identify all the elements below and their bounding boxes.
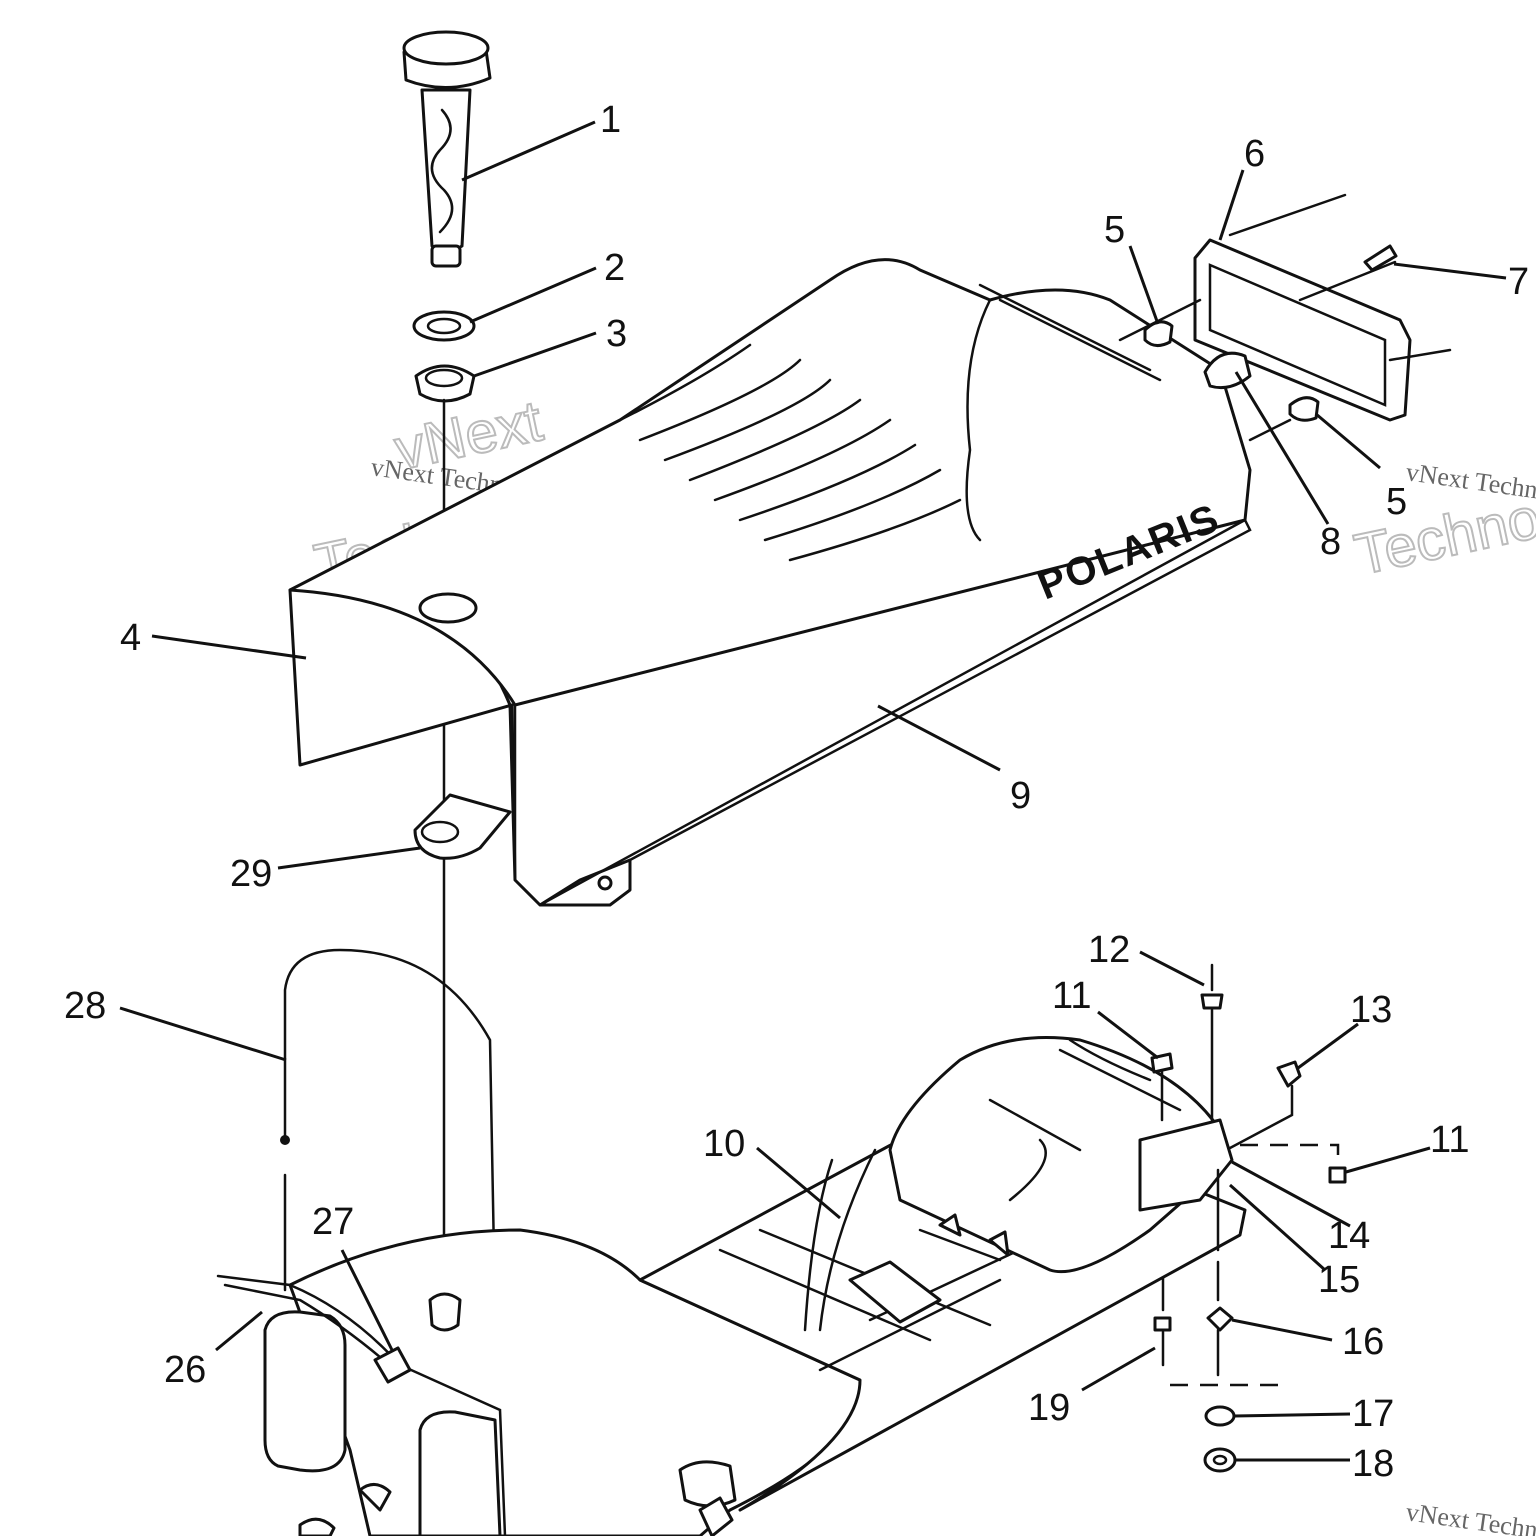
leader-lines [119,120,1507,1462]
callout-11-upper: 11 [1052,975,1091,1017]
callout-9: 9 [1010,775,1031,817]
callout-5-upper: 5 [1104,209,1125,251]
taillight-assembly-part [1118,193,1452,442]
callout-labels: 1 2 3 4 5 5 6 7 8 9 10 11 11 12 13 14 15… [64,99,1529,1485]
callout-28: 28 [64,985,106,1027]
callout-26: 26 [164,1349,206,1391]
cable-28-end-a [280,1135,290,1145]
callout-6: 6 [1244,133,1265,175]
callout-27: 27 [312,1201,354,1243]
callout-14: 14 [1328,1215,1370,1257]
fuel-cap-gauge-part [402,30,492,268]
callout-4: 4 [120,617,141,659]
callout-7: 7 [1508,261,1529,303]
callout-29: 29 [230,853,272,895]
callout-11-right: 11 [1430,1119,1469,1161]
callout-18: 18 [1352,1443,1394,1485]
cable-28-part [283,948,496,1257]
callout-16: 16 [1342,1321,1384,1363]
callout-17: 17 [1352,1393,1394,1435]
callout-12: 12 [1088,929,1130,971]
tab-29-part [413,793,512,860]
callout-15: 15 [1318,1259,1360,1301]
callout-19: 19 [1028,1387,1070,1429]
grommets-2-3 [412,310,476,403]
seat-cover-part: POLARIS [288,258,1252,907]
callout-1: 1 [600,99,621,141]
callout-5-lower: 5 [1386,481,1407,523]
callout-10: 10 [703,1123,745,1165]
hardware-11-19-part [1150,963,1347,1473]
watermark-small-4: vNext Technologies [1404,1497,1536,1536]
callout-2: 2 [604,247,625,289]
callout-13: 13 [1350,989,1392,1031]
fuel-tank-base-part [216,1036,1247,1536]
callout-3: 3 [606,313,627,355]
callout-8: 8 [1320,521,1341,563]
